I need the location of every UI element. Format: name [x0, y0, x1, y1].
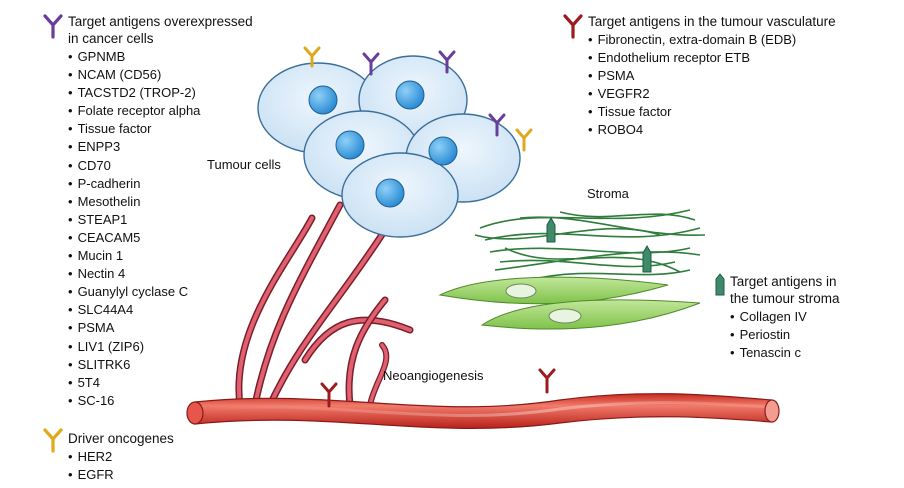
vasculature-antigens-panel: Target antigens in the tumour vasculatur… [588, 13, 836, 140]
list-item: Folate receptor alpha [68, 102, 253, 120]
stroma-antigens-list: Collagen IV Periostin Tenascin c [730, 308, 840, 362]
yellow-antigen-icon [43, 428, 63, 453]
stromal-fibroblasts [438, 276, 701, 330]
list-item: Mucin 1 [68, 247, 253, 265]
list-item: NCAM (CD56) [68, 66, 253, 84]
tumour-cell-cluster [257, 55, 521, 238]
list-item: EGFR [68, 466, 174, 484]
neoangiogenesis-label: Neoangiogenesis [383, 368, 484, 383]
list-item: PSMA [588, 67, 836, 85]
driver-oncogenes-panel: Driver oncogenes HER2 EGFR [68, 430, 174, 484]
list-item: GPNMB [68, 48, 253, 66]
stroma-label: Stroma [587, 186, 629, 201]
list-item: LIV1 (ZIP6) [68, 338, 253, 356]
list-item: ROBO4 [588, 121, 836, 139]
cancer-cell-antigens-heading-line1: Target antigens overexpressed [68, 14, 253, 29]
list-item: Tissue factor [68, 120, 253, 138]
vasculature-antigens-list: Fibronectin, extra-domain B (EDB) Endoth… [588, 31, 836, 140]
vasculature-antigens-heading: Target antigens in the tumour vasculatur… [588, 14, 836, 29]
stroma-antigens-panel: Target antigens in the tumour stroma Col… [730, 273, 840, 362]
list-item: HER2 [68, 448, 174, 466]
driver-oncogenes-heading: Driver oncogenes [68, 431, 174, 446]
green-stroma-antigen-icon [715, 273, 725, 296]
list-item: VEGFR2 [588, 85, 836, 103]
list-item: STEAP1 [68, 211, 253, 229]
list-item: SC-16 [68, 392, 253, 410]
vascular-antigens [320, 368, 556, 408]
list-item: CEACAM5 [68, 229, 253, 247]
driver-oncogenes-list: HER2 EGFR [68, 448, 174, 484]
list-item: PSMA [68, 319, 253, 337]
list-item: Collagen IV [730, 308, 840, 326]
red-antigen-icon [563, 14, 583, 39]
stroma-antigens-heading-line2: the tumour stroma [730, 291, 840, 306]
list-item: P-cadherin [68, 175, 253, 193]
cancer-cell-antigens-list: GPNMB NCAM (CD56) TACSTD2 (TROP-2) Folat… [68, 48, 253, 410]
list-item: CD70 [68, 157, 253, 175]
list-item: Tissue factor [588, 103, 836, 121]
list-item: TACSTD2 (TROP-2) [68, 84, 253, 102]
blood-vessel [186, 393, 780, 429]
list-item: 5T4 [68, 374, 253, 392]
list-item: SLC44A4 [68, 301, 253, 319]
list-item: SLITRK6 [68, 356, 253, 374]
list-item: Mesothelin [68, 193, 253, 211]
stroma-antigens-heading-line1: Target antigens in [730, 274, 837, 289]
list-item: Fibronectin, extra-domain B (EDB) [588, 31, 836, 49]
list-item: Tenascin c [730, 344, 840, 362]
list-item: Guanylyl cyclase C [68, 283, 253, 301]
tumour-cell-nuclei [308, 80, 458, 208]
cancer-cell-antigens-panel: Target antigens overexpressed in cancer … [68, 13, 253, 410]
cancer-cell-antigens-heading-line2: in cancer cells [68, 31, 154, 46]
tumour-cell-antigens [303, 46, 533, 152]
purple-antigen-icon [43, 14, 63, 39]
list-item: Nectin 4 [68, 265, 253, 283]
stroma-antigen-markers [546, 216, 652, 273]
list-item: Endothelium receptor ETB [588, 49, 836, 67]
stroma-fibres [474, 209, 706, 281]
list-item: ENPP3 [68, 138, 253, 156]
list-item: Periostin [730, 326, 840, 344]
